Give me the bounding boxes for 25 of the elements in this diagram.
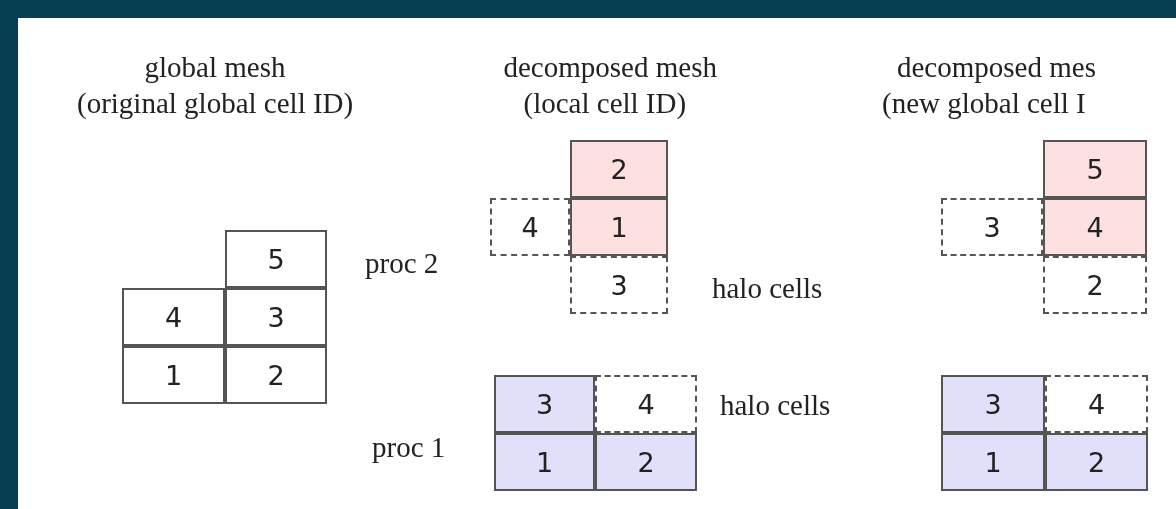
owned-cell: 3	[494, 375, 595, 433]
subheading: (new global cell I	[882, 88, 1086, 120]
processor-label: proc 2	[365, 248, 439, 280]
owned-cell: 1	[941, 433, 1045, 491]
halo-label: halo cells	[712, 273, 823, 305]
owned-cell: 1	[570, 198, 668, 256]
heading: decomposed mes	[897, 52, 1096, 84]
mesh-cell: 4	[122, 288, 225, 346]
owned-cell: 2	[570, 140, 668, 198]
owned-cell: 4	[1043, 198, 1147, 256]
mesh-cell: 1	[122, 346, 225, 404]
mesh-cell: 5	[225, 230, 327, 288]
mesh-cell: 2	[225, 346, 327, 404]
heading: global mesh	[144, 52, 286, 84]
owned-cell: 2	[1045, 433, 1148, 491]
subheading: (local cell ID)	[523, 88, 687, 120]
owned-cell: 3	[941, 375, 1045, 433]
heading: decomposed mesh	[503, 52, 717, 84]
subheading: (original global cell ID)	[77, 88, 354, 120]
owned-cell: 5	[1043, 140, 1147, 198]
mesh-cell: 3	[225, 288, 327, 346]
halo-label: halo cells	[720, 390, 831, 422]
owned-cell: 2	[595, 433, 697, 491]
processor-label: proc 1	[372, 432, 446, 464]
owned-cell: 1	[494, 433, 595, 491]
